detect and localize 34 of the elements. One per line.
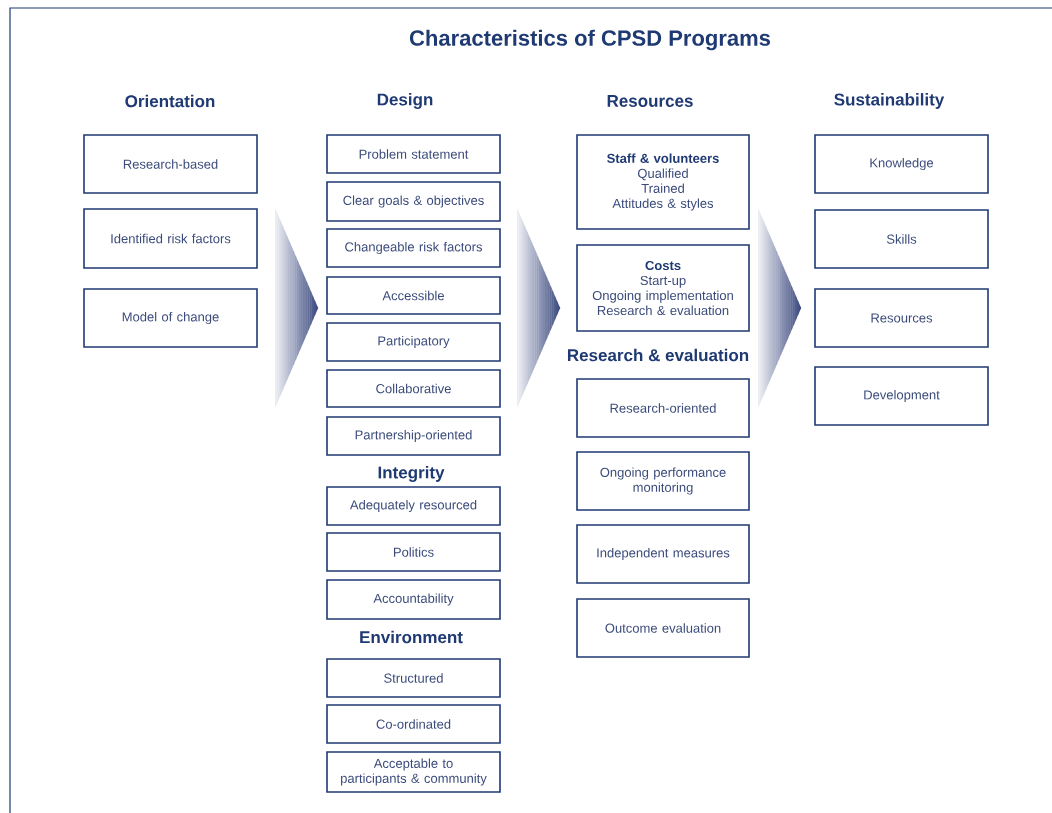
title: Characteristics of CPSD Programs (409, 29, 770, 51)
text-box: Clear goals & objectives (326, 181, 501, 222)
text-box: Changeable risk factors (326, 228, 501, 268)
column-heading: Research & evaluation (568, 348, 749, 362)
text-box: Model of change (83, 288, 258, 348)
text-box: Participatory (326, 322, 501, 362)
column-heading: Design (377, 93, 433, 109)
text-box: Independent measures (576, 524, 750, 584)
text-box: Collaborative (326, 369, 501, 408)
text-box: Development (814, 366, 989, 426)
text-box: Outcome evaluation (576, 598, 750, 658)
column-heading: Integrity (378, 466, 445, 482)
text-box: Problem statement (326, 134, 501, 174)
column-heading: Resources (607, 95, 693, 107)
text-box: Partnership-oriented (326, 416, 501, 456)
column-heading: Environment (360, 630, 463, 644)
text-box: Acceptable to participants & community (326, 751, 501, 793)
text-box: Staff & volunteers Qualified Trained Attitudes & styles (576, 134, 750, 230)
text-box: Structured (326, 658, 501, 698)
text-box: Politics (326, 532, 501, 572)
text-box: Skills (814, 209, 989, 269)
text-box: Research-based (83, 134, 258, 194)
column-heading: Orientation (125, 94, 215, 108)
text-box: Resources (814, 288, 989, 348)
text-box: Adequately resourced (326, 486, 501, 526)
text-box: Ongoing performance monitoring (576, 451, 750, 511)
column-heading: Sustainability (834, 93, 945, 109)
text-box: Research-oriented (576, 378, 750, 438)
text-box: Knowledge (814, 134, 989, 194)
text-box: Identified risk factors (83, 208, 258, 269)
text-box: Accountability (326, 579, 501, 620)
text-box: Co-ordinated (326, 704, 501, 744)
text-box: Costs Start-up Ongoing implementation Research & evaluation (576, 244, 750, 332)
text-box: Accessible (326, 276, 501, 315)
